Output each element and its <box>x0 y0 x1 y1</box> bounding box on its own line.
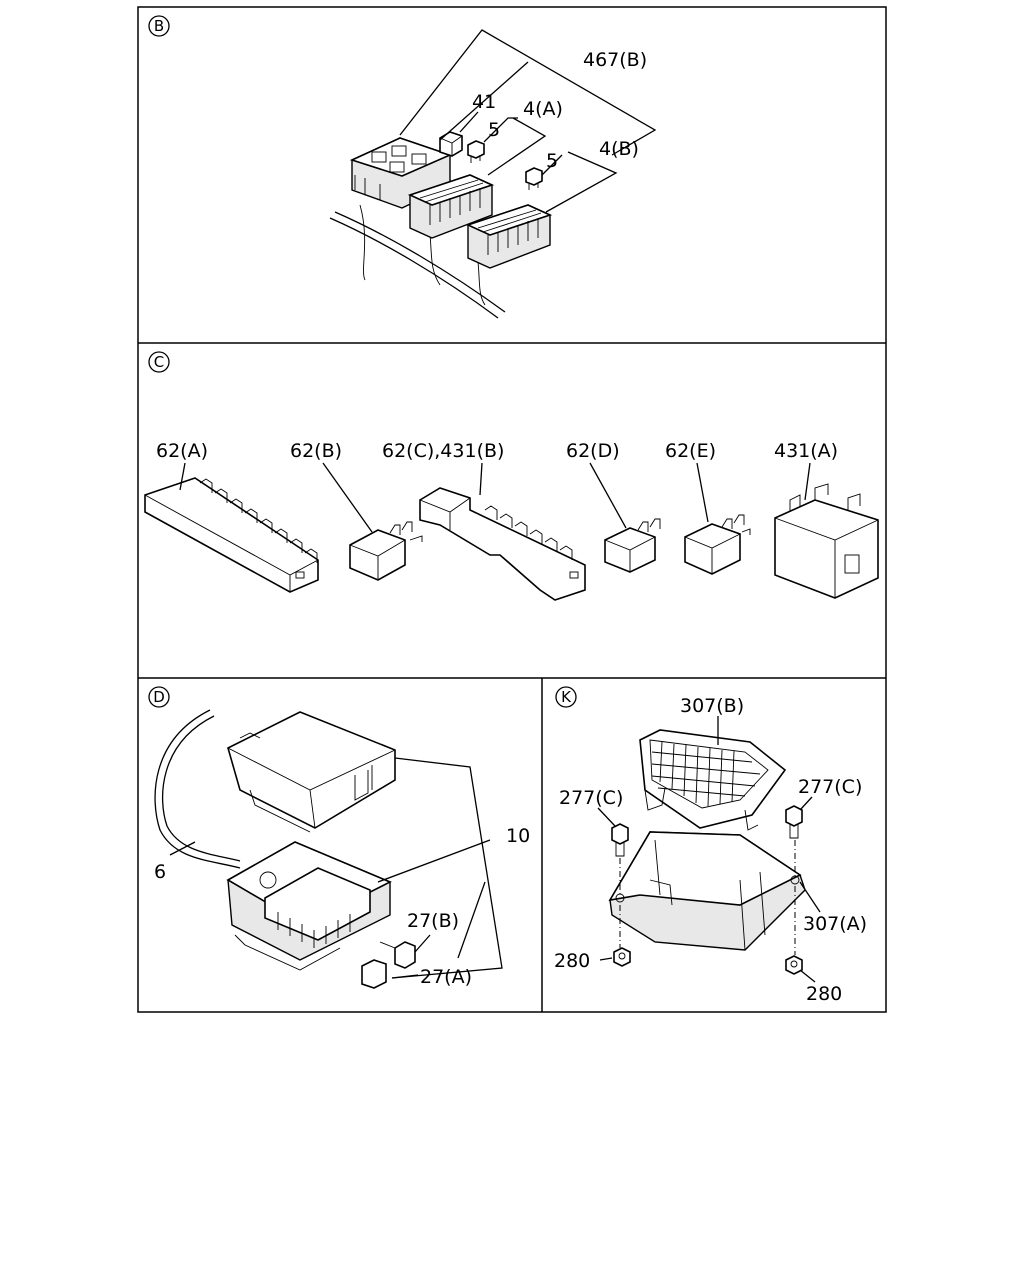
label-307a: 307(A) <box>803 913 867 935</box>
relay-62b <box>349 521 423 581</box>
fuse-box-base <box>226 841 392 971</box>
panel-b-badge: B <box>148 15 170 37</box>
panel-k-badge: K <box>555 686 577 708</box>
svg-text:D: D <box>153 688 165 706</box>
fuse-27b <box>379 941 416 969</box>
panel-k: K <box>554 686 867 1005</box>
svg-text:B: B <box>154 17 164 35</box>
svg-text:K: K <box>561 688 572 706</box>
label-307b: 307(B) <box>680 695 744 717</box>
diagram-frame <box>137 6 887 1013</box>
bolt-277c-right <box>785 805 803 839</box>
label-62c-431b: 62(C),431(B) <box>382 440 504 462</box>
relay-62e <box>684 514 751 575</box>
label-5b: 5 <box>546 150 558 172</box>
label-280-right: 280 <box>806 983 842 1005</box>
relay-socket-431a <box>774 483 879 599</box>
panel-c: C <box>144 351 879 601</box>
label-280-left: 280 <box>554 950 590 972</box>
label-431a: 431(A) <box>774 440 838 462</box>
fuse-block-4a <box>407 174 495 239</box>
grille-cover-307b <box>639 729 787 831</box>
label-6: 6 <box>154 861 166 883</box>
relay-41 <box>439 131 463 157</box>
label-10: 10 <box>506 825 530 847</box>
label-4b: 4(B) <box>599 138 639 160</box>
terminal-strip-62c <box>419 487 586 601</box>
label-62d: 62(D) <box>566 440 620 462</box>
tray-307a <box>608 831 806 951</box>
cable-6 <box>154 709 241 869</box>
fuse-box-cover <box>227 711 396 833</box>
fuse-block-4b <box>465 204 553 269</box>
panel-d: D <box>148 686 530 989</box>
label-277c-left: 277(C) <box>559 787 623 809</box>
label-62a: 62(A) <box>156 440 208 462</box>
panel-b: B <box>148 15 657 319</box>
panel-d-leaders <box>169 757 503 979</box>
nut-280-left <box>613 947 631 967</box>
fuse-5b <box>525 167 543 190</box>
terminal-strip-62a <box>144 477 319 593</box>
bolt-centerlines <box>619 840 796 955</box>
wire-harness <box>329 204 506 319</box>
label-27b: 27(B) <box>407 910 459 932</box>
label-62b: 62(B) <box>290 440 342 462</box>
svg-text:C: C <box>154 353 164 371</box>
panel-k-leaders <box>597 716 821 983</box>
panel-d-badge: D <box>148 686 170 708</box>
panel-c-badge: C <box>148 351 170 373</box>
panel-c-leaders <box>179 462 811 533</box>
fuse-5a <box>467 140 485 163</box>
label-62e: 62(E) <box>665 440 716 462</box>
label-41: 41 <box>472 91 496 113</box>
bolt-277c-left <box>611 823 629 857</box>
nut-280-right <box>785 955 803 975</box>
panel-b-leaders <box>399 29 657 213</box>
label-27a: 27(A) <box>420 966 472 988</box>
label-4a: 4(A) <box>523 98 563 120</box>
label-277c-right: 277(C) <box>798 776 862 798</box>
relay-62d <box>604 518 661 573</box>
fuse-27a <box>361 959 387 989</box>
label-5a: 5 <box>488 119 500 141</box>
label-467b: 467(B) <box>583 49 647 71</box>
